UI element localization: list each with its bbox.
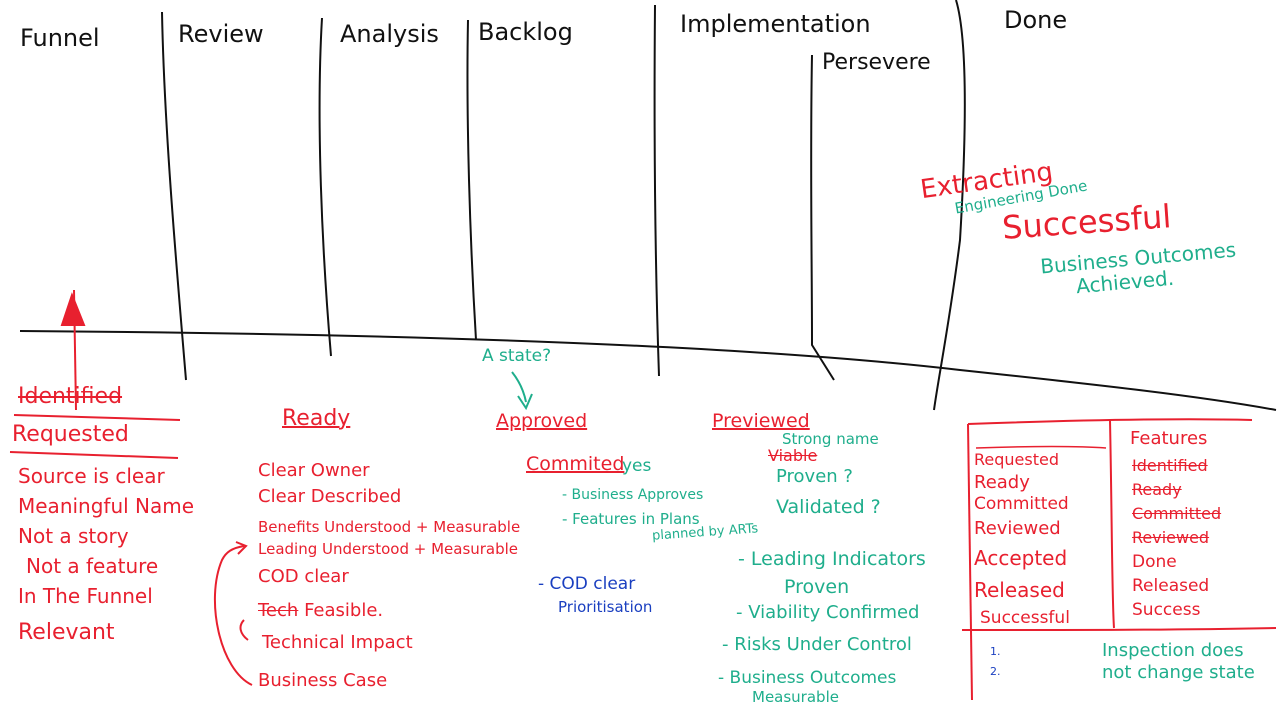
summary-left-column: Requested Ready Committed Reviewed Accep… — [974, 450, 1070, 632]
summary-right-item: Success — [1132, 600, 1201, 620]
a-state-question: A state? — [482, 346, 552, 366]
summary-left-item: Reviewed — [974, 518, 1061, 539]
column-funnel: Funnel — [20, 24, 100, 52]
summary-right-item: Done — [1132, 552, 1177, 572]
summary-right-item: Ready — [1132, 480, 1182, 499]
strong-name-note: Strong name — [782, 430, 879, 448]
summary-right-item: Committed — [1132, 504, 1222, 523]
proven-note: Proven ? — [776, 466, 853, 487]
ready-criterion: Benefits Understood + Measurable — [258, 518, 521, 536]
viability-confirmed: - Viability Confirmed — [736, 602, 920, 623]
summary-left-item: Requested — [974, 450, 1059, 469]
ready-criterion: COD clear — [258, 566, 349, 587]
cod-clear: - COD clear — [538, 574, 636, 594]
funnel-criterion: Not a story — [18, 524, 129, 548]
ready-criterion: Leading Understood + Measurable — [258, 540, 519, 558]
footer-mark-1: 1. — [990, 645, 1001, 658]
business-case: Business Case — [258, 670, 388, 691]
feasible-strike: Tech — [258, 600, 299, 621]
inspection-note: Inspection does not change state — [1102, 640, 1255, 683]
measurable: Measurable — [752, 688, 839, 706]
prioritisation: Prioritisation — [558, 598, 653, 616]
reviewed-label: Previewed — [712, 410, 810, 432]
viable-note: Viable — [768, 446, 818, 465]
summary-left-item: Ready — [974, 472, 1030, 493]
validated-note: Validated ? — [776, 496, 881, 518]
funnel-criterion: Source is clear — [18, 464, 165, 488]
summary-right-item: Reviewed — [1132, 528, 1210, 547]
funnel-criterion: Relevant — [18, 620, 115, 645]
column-done: Done — [1004, 6, 1068, 34]
ready-criteria-list: Clear Owner Clear Described Benefits Und… — [258, 460, 520, 592]
summary-left-item: Committed — [974, 494, 1069, 514]
summary-left-item: Successful — [980, 608, 1070, 628]
technical-impact: Technical Impact — [262, 632, 413, 653]
column-backlog: Backlog — [478, 18, 573, 46]
ready-label: Ready — [282, 406, 351, 431]
identified-strike-label: Identified — [18, 384, 123, 409]
leading-indicators-proven: Proven — [784, 576, 850, 598]
committed-note: yes — [622, 456, 652, 476]
column-analysis: Analysis — [340, 20, 439, 48]
committed-label: Commited — [526, 453, 625, 475]
features-in-plans: - Features in Plans — [562, 510, 700, 528]
summary-left-item: Released — [974, 578, 1065, 602]
summary-right-item: Identified — [1132, 456, 1208, 475]
footer-mark-2: 2. — [990, 665, 1001, 678]
column-implementation: Implementation — [680, 10, 871, 38]
column-review: Review — [178, 20, 264, 48]
business-outcomes: - Business Outcomes — [718, 668, 897, 688]
approved-label: Approved — [496, 410, 588, 432]
column-persevere: Persevere — [822, 50, 931, 75]
leading-indicators: - Leading Indicators — [738, 548, 926, 570]
summary-left-item: Accepted — [974, 546, 1068, 570]
business-approves: - Business Approves — [562, 487, 704, 503]
funnel-criteria-list: Source is clear Meaningful Name Not a st… — [18, 464, 194, 650]
funnel-criterion: Not a feature — [26, 554, 159, 578]
requested-label: Requested — [12, 422, 129, 447]
summary-right-column: Identified Ready Committed Reviewed Done… — [1132, 456, 1221, 624]
summary-features-header: Features — [1130, 428, 1208, 449]
feasible-text: Feasible. — [304, 600, 384, 621]
summary-right-item: Released — [1132, 576, 1210, 596]
ready-criterion: Clear Owner — [258, 460, 370, 481]
risks-under-control: - Risks Under Control — [722, 634, 912, 655]
funnel-criterion: In The Funnel — [18, 584, 153, 608]
funnel-criterion: Meaningful Name — [18, 494, 195, 518]
ready-criterion: Clear Described — [258, 486, 402, 507]
feasible-row: Tech Feasible. — [258, 602, 383, 620]
